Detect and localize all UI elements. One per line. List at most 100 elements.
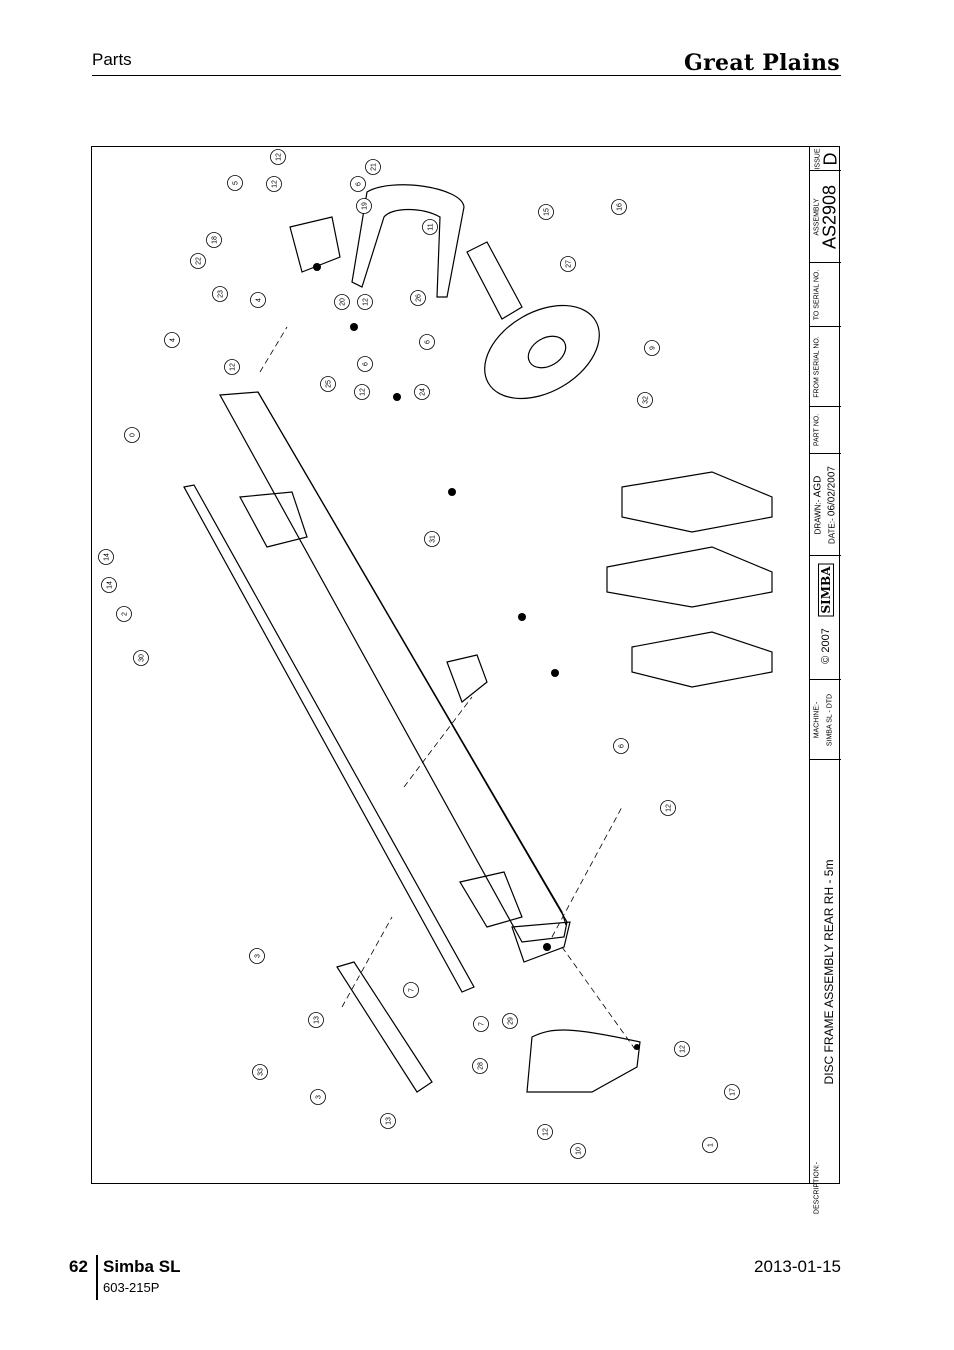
front-plate [511, 921, 571, 963]
assembly-value: AS2908 [819, 184, 840, 249]
callout-label: 19 [362, 202, 369, 210]
callout-balloon [473, 1016, 489, 1032]
hub-assembly [466, 241, 523, 320]
callout-balloon [350, 176, 366, 192]
date: DATE:- 06/02/2007 [826, 465, 838, 544]
callout-label: 12 [272, 180, 279, 188]
callout-label: 6 [356, 182, 363, 186]
issue-cell: ISSUE D [810, 147, 841, 171]
callout-balloon [266, 176, 282, 192]
callout-label: 17 [730, 1088, 737, 1096]
callout-balloon [613, 738, 629, 754]
logo-cell: SIMBA © 2007 [810, 556, 841, 680]
callout-label: 11 [428, 223, 435, 230]
copyright: © 2007 [819, 628, 832, 664]
callout-label: 21 [371, 163, 378, 171]
callout-balloon [227, 175, 243, 191]
part-no-label: PART NO. [813, 413, 821, 447]
callout-balloon [674, 1041, 690, 1057]
callout-balloon [472, 1058, 488, 1074]
to-serial-label: TO SERIAL NO. [813, 269, 821, 320]
detail-view-frame [621, 471, 773, 533]
callout-balloon [320, 376, 336, 392]
callout-balloon [724, 1084, 740, 1100]
callout-balloon [365, 159, 381, 175]
callout-label: 6 [425, 340, 432, 344]
callout-balloon [570, 1143, 586, 1159]
part-no-cell: PART NO. [810, 407, 841, 454]
callout-label: 10 [576, 1147, 583, 1155]
callout-balloon [212, 286, 228, 302]
callout-balloon [537, 1124, 553, 1140]
callout-label: 29 [508, 1017, 515, 1025]
callout-balloon [538, 204, 554, 220]
machine-label: MACHINE:- [813, 701, 821, 738]
callout-label: 7 [479, 1022, 486, 1026]
callout-label: 0 [130, 433, 137, 437]
machine-value: SIMBA SL - DTD [826, 693, 834, 746]
callout-label: 32 [643, 396, 650, 404]
disc-arm [351, 184, 465, 298]
callout-balloon [206, 232, 222, 248]
flat-bar [183, 484, 475, 993]
callout-balloon [560, 256, 576, 272]
callout-balloon [637, 392, 653, 408]
callout-balloon [354, 384, 370, 400]
callout-label: 1 [708, 1143, 715, 1147]
callout-label: 12 [230, 363, 237, 371]
description-value: DISC FRAME ASSEMBLY REAR RH - 5m [822, 859, 836, 1084]
to-serial-cell: TO SERIAL NO. [810, 263, 841, 327]
callout-label: 15 [544, 208, 551, 216]
callout-label: 12 [543, 1128, 550, 1136]
callout-label: 33 [258, 1068, 265, 1076]
mount-bracket [289, 216, 341, 273]
callout-label: 3 [255, 954, 262, 958]
header-rule [92, 75, 841, 76]
callout-balloon [249, 948, 265, 964]
callout-label: 31 [430, 535, 437, 543]
callout-label: 20 [340, 298, 347, 306]
page-number: 62 [69, 1257, 88, 1276]
callout-balloon [252, 1064, 268, 1080]
drawn-cell: DRAWN:- AGD DATE:- 06/02/2007 [810, 454, 841, 556]
callout-label: 16 [617, 203, 624, 211]
callout-balloon [410, 290, 426, 306]
detail-view-frame [606, 546, 773, 608]
callout-label: 30 [139, 654, 146, 662]
callout-balloon [380, 1113, 396, 1129]
callout-label: 12 [363, 298, 370, 306]
callout-balloon [164, 332, 180, 348]
callout-label: 13 [314, 1016, 321, 1024]
callout-balloon [419, 334, 435, 350]
callout-label: 12 [666, 804, 673, 812]
detail-view-frame [631, 631, 773, 688]
callout-label: 25 [326, 380, 333, 388]
callout-label: 7 [409, 988, 416, 992]
callout-balloon [98, 549, 114, 565]
callout-label: 12 [360, 388, 367, 396]
callout-label: 23 [218, 290, 225, 298]
description-cell: DESCRIPTION:- DISC FRAME ASSEMBLY REAR R… [810, 760, 841, 1214]
disc-hub [527, 335, 567, 369]
callout-balloon [502, 1013, 518, 1029]
callout-label: 2 [122, 612, 129, 616]
drawing-sheet [91, 146, 840, 1184]
callout-label: 18 [212, 236, 219, 244]
callout-balloon [334, 294, 350, 310]
callout-balloon [660, 800, 676, 816]
callout-label: 6 [619, 744, 626, 748]
callout-balloon [611, 199, 627, 215]
callout-label: 28 [478, 1062, 485, 1070]
issue-value: D [820, 152, 841, 165]
callout-label: 13 [386, 1117, 393, 1125]
callout-balloon [310, 1089, 326, 1105]
frame-beam-top [257, 391, 567, 926]
callout-balloon [424, 531, 440, 547]
callout-balloon [422, 219, 438, 235]
bracket-31 [446, 654, 488, 703]
callout-balloon [308, 1012, 324, 1028]
header-section: Parts [92, 50, 132, 69]
from-serial-cell: FROM SERIAL NO. [810, 327, 841, 407]
from-serial-label: FROM SERIAL NO. [813, 335, 821, 398]
callout-label: 12 [276, 153, 283, 161]
